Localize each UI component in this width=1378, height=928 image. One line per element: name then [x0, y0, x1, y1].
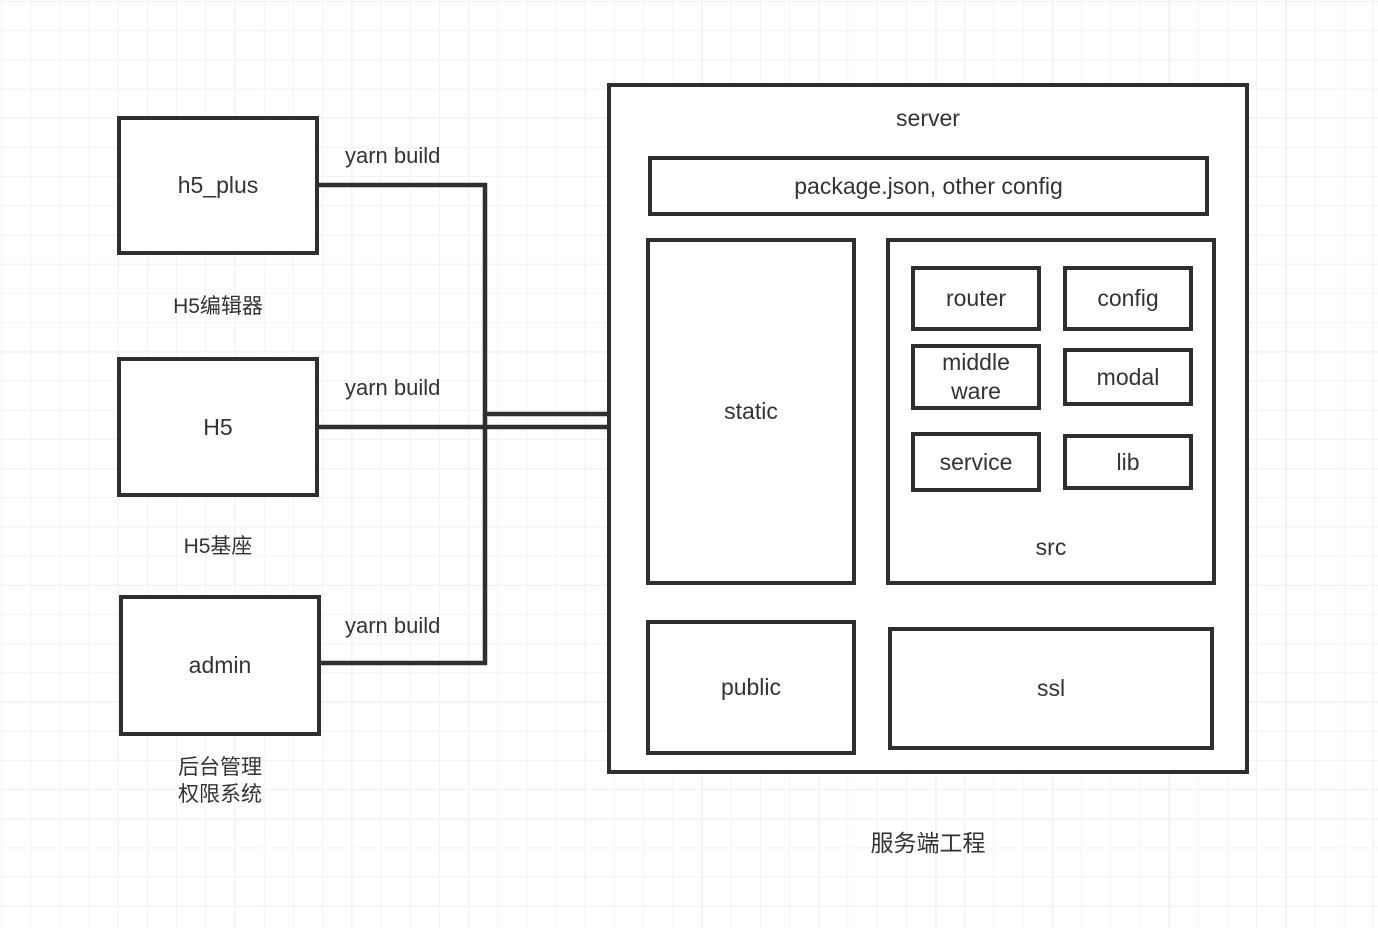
src-module-label-lib: lib	[1116, 448, 1140, 475]
source-box-admin[interactable]: admin	[119, 595, 321, 736]
src-module-modal[interactable]: modal	[1063, 348, 1193, 406]
source-label-h5_plus: h5_plus	[177, 172, 259, 199]
server-static-box[interactable]: static	[646, 238, 856, 585]
server-ssl-label: ssl	[1036, 675, 1066, 702]
server-config-row[interactable]: package.json, other config	[648, 156, 1209, 216]
src-module-label-modal: modal	[1096, 363, 1160, 390]
server-static-label: static	[724, 398, 778, 425]
src-module-label-service: service	[939, 448, 1013, 475]
edge-label-h5: yarn build	[345, 375, 441, 400]
src-module-middleware[interactable]: middle ware	[911, 344, 1041, 410]
server-ssl-box[interactable]: ssl	[888, 627, 1214, 750]
source-box-h5[interactable]: H5	[117, 357, 319, 497]
src-module-label-router: router	[945, 285, 1007, 312]
source-label-h5: H5	[203, 413, 233, 440]
edge-admin-to-server	[321, 414, 488, 666]
src-module-router[interactable]: router	[911, 266, 1041, 331]
diagram-caption: 服务端工程	[870, 830, 986, 856]
source-box-h5_plus[interactable]: h5_plus	[117, 116, 319, 255]
src-module-label-config: config	[1097, 285, 1159, 312]
edge-h5plus-to-server	[318, 182, 630, 417]
server-public-box[interactable]: public	[646, 620, 856, 755]
server-title: server	[896, 105, 960, 131]
src-module-config[interactable]: config	[1063, 266, 1193, 331]
src-module-service[interactable]: service	[911, 432, 1041, 492]
edge-label-admin: yarn build	[345, 613, 441, 638]
source-caption-h5: H5基座	[183, 535, 253, 558]
source-caption-h5_plus: H5编辑器	[173, 295, 263, 318]
src-title: src	[1035, 534, 1067, 560]
source-label-admin: admin	[188, 652, 252, 679]
server-config-label: package.json, other config	[794, 172, 1063, 199]
src-module-lib[interactable]: lib	[1063, 434, 1193, 490]
server-public-label: public	[720, 674, 782, 701]
edge-label-h5_plus: yarn build	[345, 143, 441, 168]
source-caption-admin: 后台管理 权限系统	[178, 756, 262, 807]
src-module-label-middleware: middle ware	[942, 349, 1010, 404]
